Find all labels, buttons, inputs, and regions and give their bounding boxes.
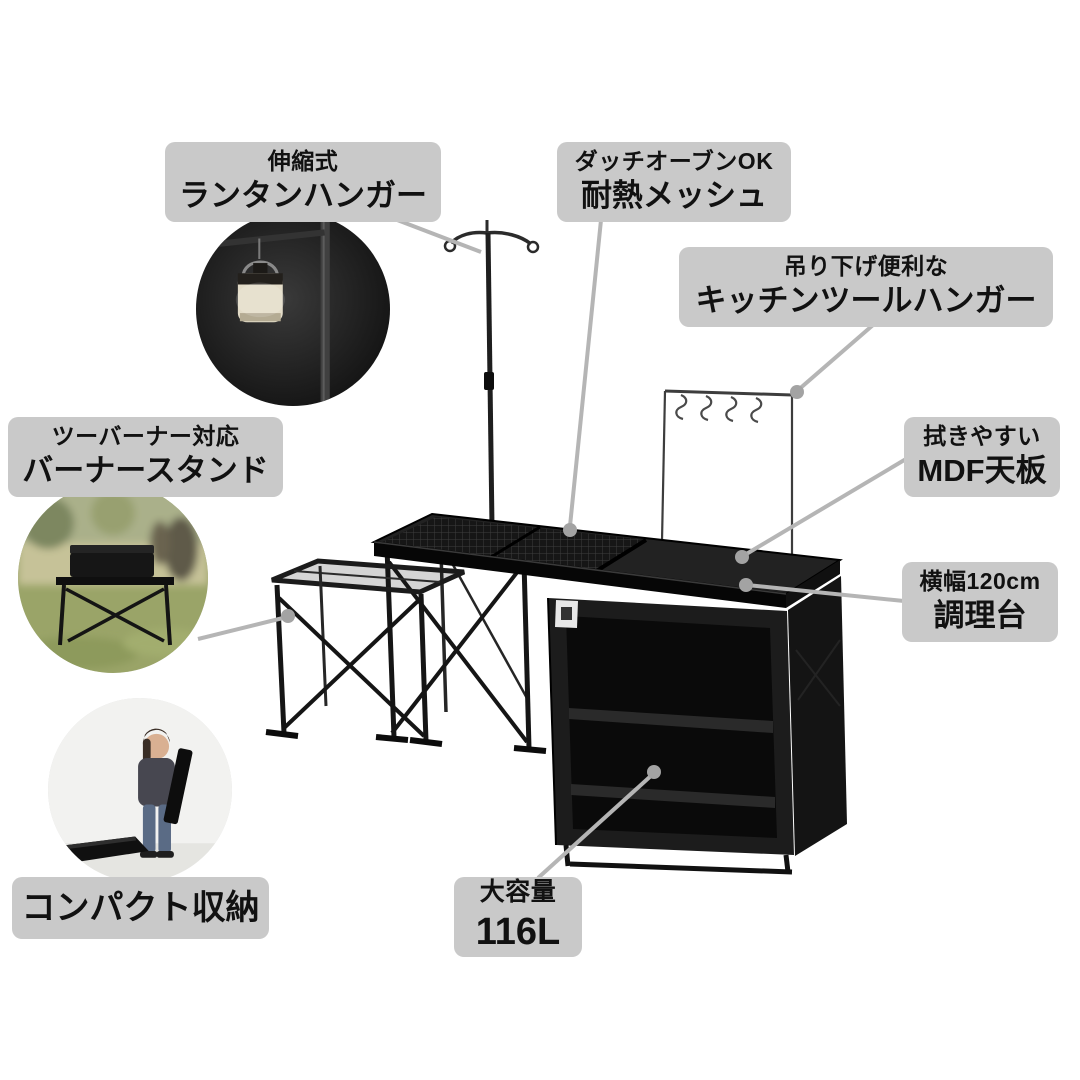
callout-large-capacity: 大容量 116L — [454, 877, 582, 957]
callout-mdf-line2: MDF天板 — [917, 453, 1047, 489]
leader-line-counter — [746, 583, 905, 603]
leader-line-tool-hanger — [795, 323, 875, 393]
callout-burner-line2: バーナースタンド — [22, 453, 269, 489]
callout-lantern-line1: 伸縮式 — [267, 148, 339, 175]
callout-tool-hanger-line1: 吊り下げ便利な — [783, 253, 949, 280]
leader-line-capacity — [536, 772, 655, 880]
kitchen-tool-hanger — [660, 389, 794, 556]
callout-tool-hanger-line2: キッチンツールハンガー — [695, 283, 1037, 319]
leader-dot-capacity — [647, 765, 661, 779]
burner-stand-photo — [18, 483, 208, 673]
callout-mdf-line1: 拭きやすい — [923, 423, 1041, 450]
callout-burner-line1: ツーバーナー対応 — [51, 423, 240, 450]
leader-dot-mesh — [563, 523, 577, 537]
leader-lines — [197, 216, 908, 880]
leader-line-lantern — [391, 216, 482, 254]
table-top — [370, 512, 843, 608]
callout-mdf-top: 拭きやすい MDF天板 — [904, 417, 1060, 497]
leader-dots — [281, 385, 804, 779]
leader-line-mesh — [568, 219, 603, 527]
callout-capacity-line1: 大容量 — [479, 877, 557, 906]
callout-compact-line1: コンパクト収納 — [21, 888, 260, 927]
leader-line-burner — [197, 615, 288, 641]
compact-photo-art — [48, 698, 232, 882]
lantern-photo-art — [196, 212, 390, 406]
leader-dot-burner — [281, 609, 295, 623]
callout-counter-line2: 調理台 — [933, 598, 1027, 634]
callout-mesh-line2: 耐熱メッシュ — [581, 178, 767, 214]
lantern-hanger-photo — [196, 212, 390, 406]
photo-background-scene — [18, 483, 208, 669]
leader-dot-counter — [739, 578, 753, 592]
callout-lantern-line2: ランタンハンガー — [179, 178, 427, 214]
side-table-burner-stand — [265, 558, 466, 747]
photo-hanger-arm — [209, 229, 325, 248]
callout-heat-resistant-mesh: ダッチオーブンOK 耐熱メッシュ — [557, 142, 791, 222]
callout-mesh-line1: ダッチオーブンOK — [574, 148, 774, 175]
leader-line-mdf — [741, 457, 908, 558]
pole-telescope-joint — [484, 372, 494, 390]
callout-kitchen-tool-hanger: 吊り下げ便利な キッチンツールハンガー — [679, 247, 1053, 327]
callout-lantern-hanger: 伸縮式 ランタンハンガー — [165, 142, 441, 222]
callout-burner-stand: ツーバーナー対応 バーナースタンド — [8, 417, 283, 497]
photo-lantern-handle — [241, 260, 280, 278]
callout-compact-storage: コンパクト収納 — [12, 877, 269, 939]
storage-cabinet — [547, 576, 847, 875]
compact-storage-photo — [48, 698, 232, 882]
photo-lantern-body — [237, 273, 283, 323]
callout-counter-line1: 横幅120cm — [919, 568, 1041, 595]
cabinet-shelf-upper — [569, 708, 773, 733]
leader-dot-mdf — [735, 550, 749, 564]
lantern-pole — [443, 220, 540, 528]
callout-capacity-line2: 116L — [475, 910, 561, 953]
photo-person — [138, 728, 193, 858]
cabinet-opening — [566, 616, 777, 838]
callout-counter-width: 横幅120cm 調理台 — [902, 562, 1058, 642]
photo-pole — [320, 212, 330, 406]
leader-dot-tool-hanger — [790, 385, 804, 399]
lantern-hook-ring-right — [526, 240, 540, 254]
photo-folded-case — [65, 836, 149, 862]
s-hooks — [675, 393, 763, 424]
photo-burner-stand — [56, 545, 174, 646]
photo-carried-case — [163, 748, 193, 825]
cabinet-shelf-lower — [571, 784, 775, 808]
burner-photo-art — [18, 483, 208, 673]
